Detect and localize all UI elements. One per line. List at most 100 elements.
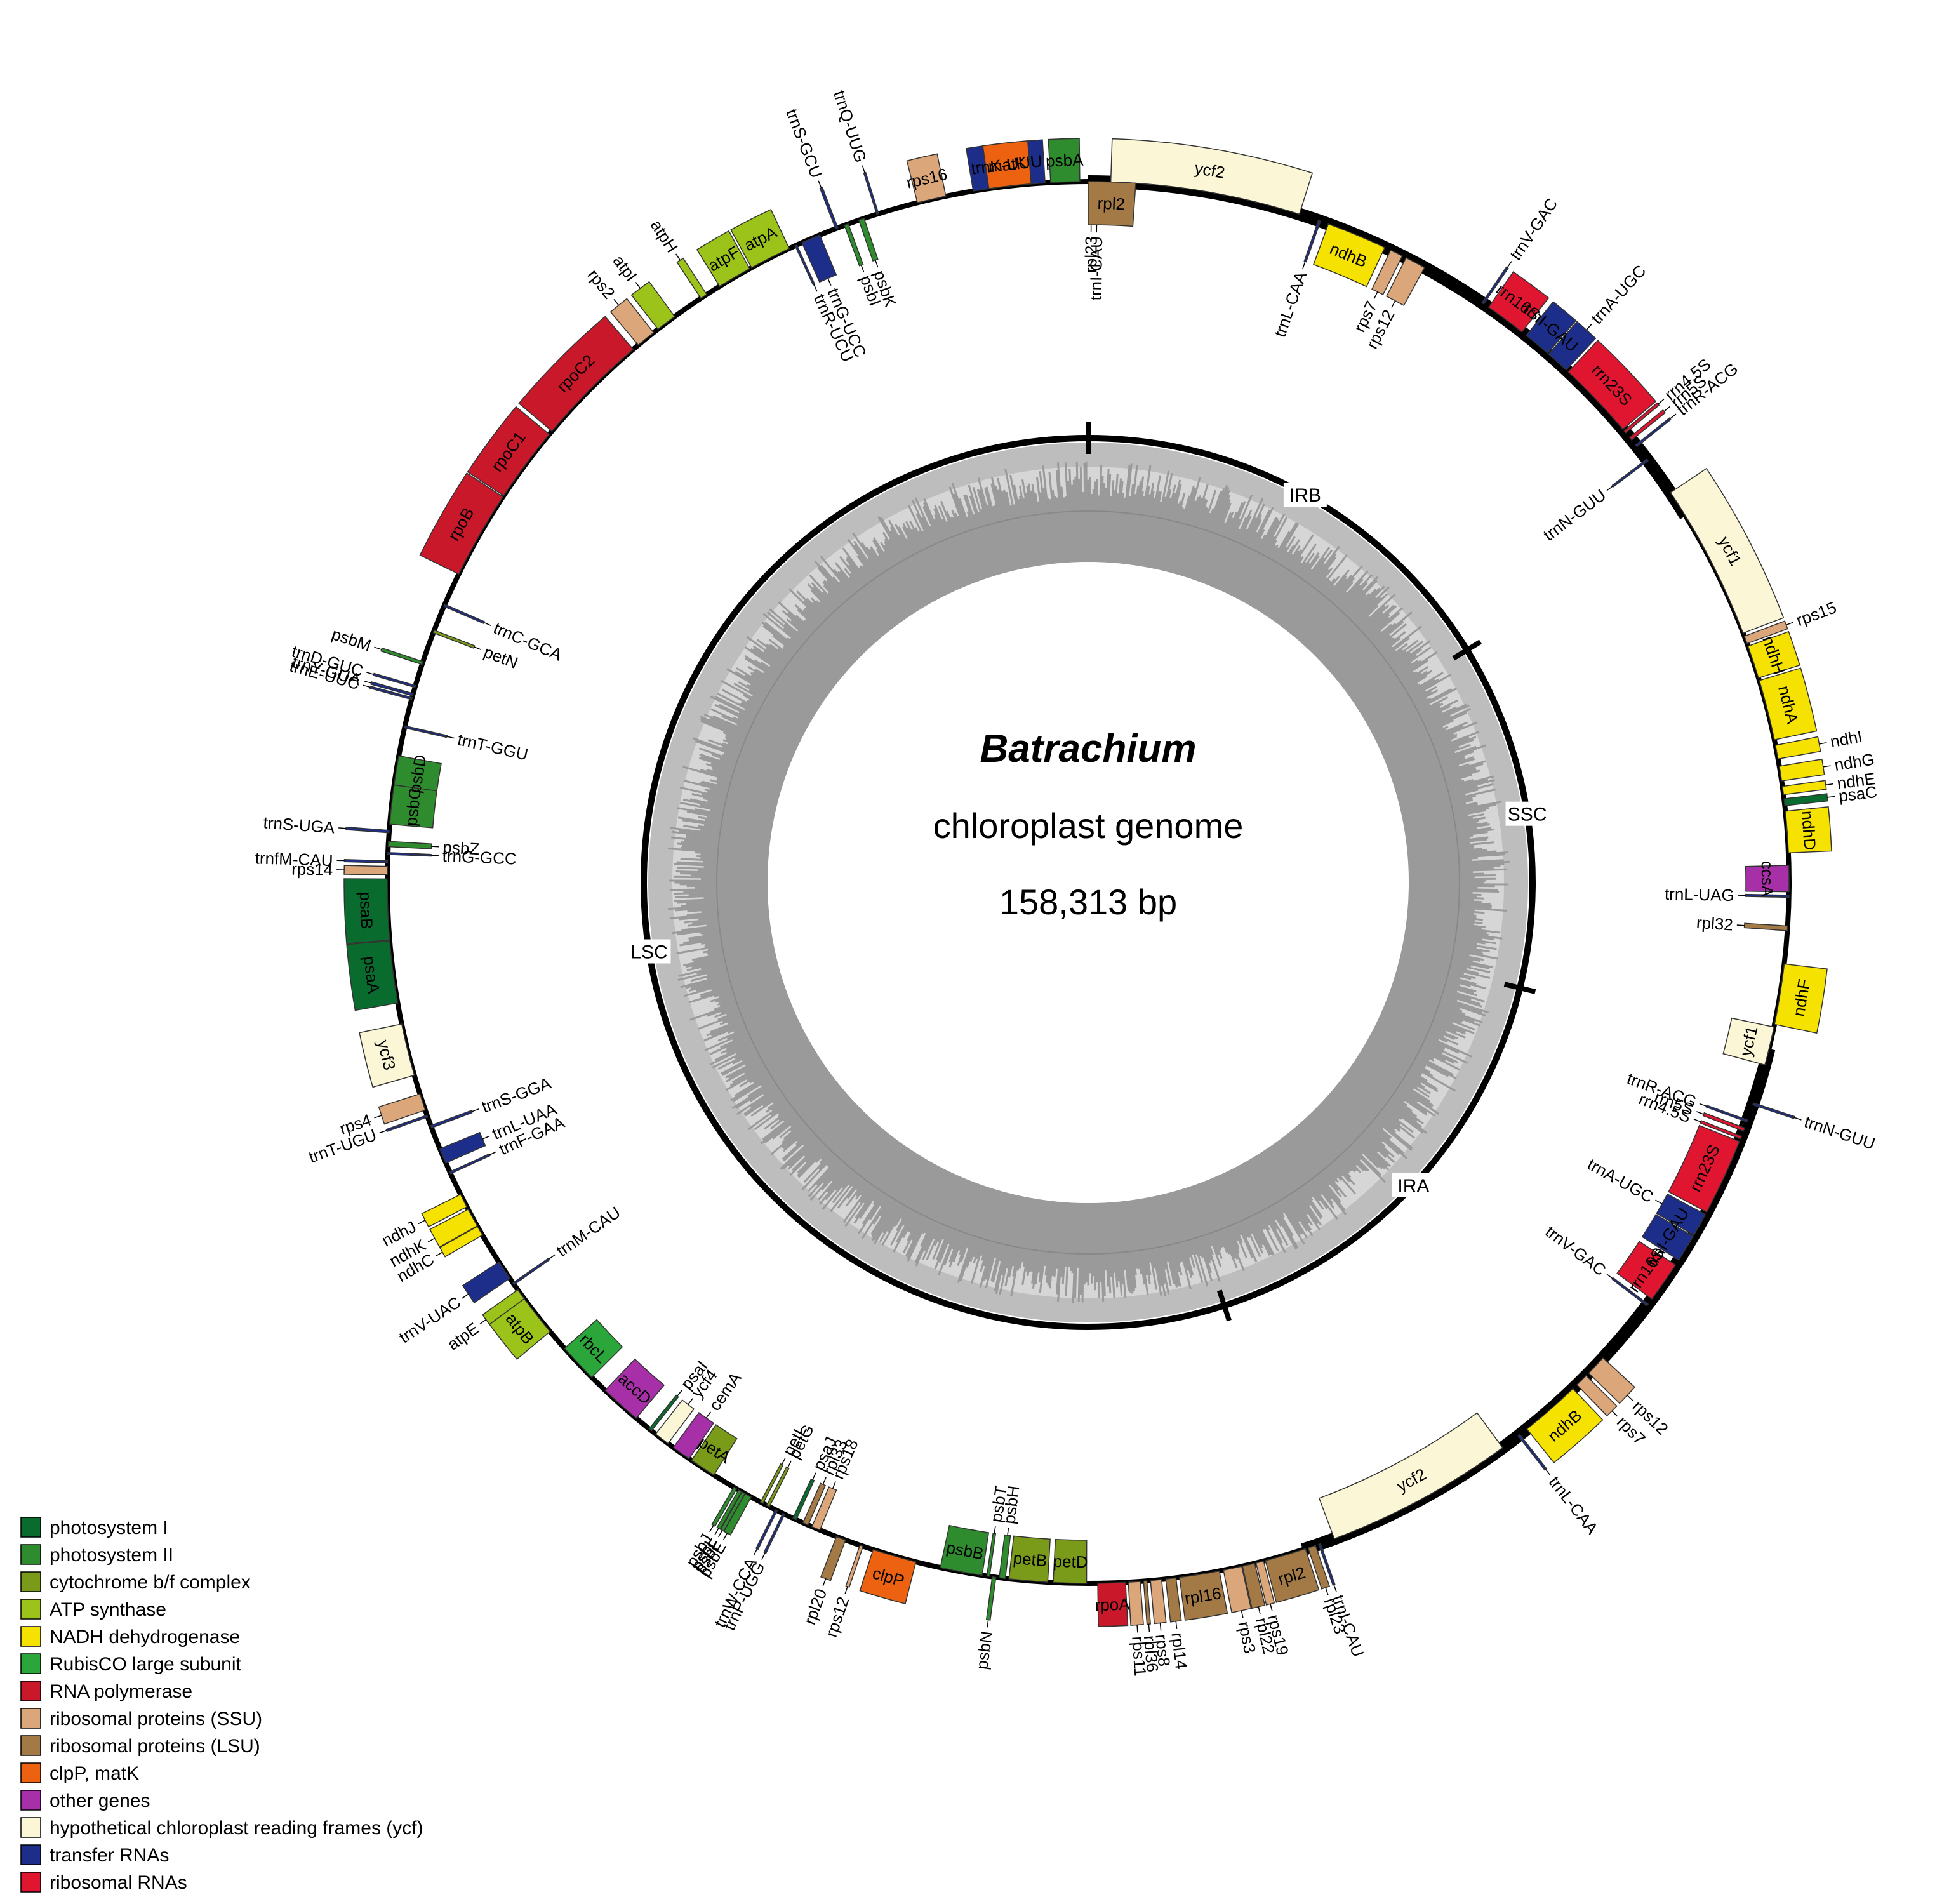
gene-label-leader xyxy=(788,1461,791,1468)
gene-label-leader xyxy=(1827,796,1835,797)
gene-rps14 xyxy=(344,865,387,875)
gene-label: trnV-GAC xyxy=(1506,194,1561,263)
gene-label: trnQ-UUG xyxy=(830,88,870,165)
legend-swatch xyxy=(21,1681,41,1701)
region-label: IRA xyxy=(1397,1176,1429,1197)
gene-petn xyxy=(433,630,474,648)
region-label: SSC xyxy=(1508,804,1547,825)
gene-label-leader xyxy=(1270,1604,1272,1611)
gene-label: rps2 xyxy=(584,265,619,302)
gene-rpl14 xyxy=(1166,1578,1181,1621)
gene-label-leader xyxy=(987,1620,988,1627)
gene-rrn5s xyxy=(1703,1113,1745,1131)
gene-label-leader xyxy=(814,284,817,291)
region-label-irb: IRB xyxy=(1284,483,1327,507)
gene-rpl32 xyxy=(1745,923,1788,931)
gene-label: trnA-UGC xyxy=(1587,261,1650,328)
gene-label: atpI xyxy=(609,251,641,285)
gene-label: petB xyxy=(1013,1548,1048,1570)
gene-label-leader xyxy=(482,1136,489,1139)
gene-label-leader xyxy=(1160,1623,1161,1630)
gene-label-leader xyxy=(710,1526,714,1532)
gene-label-leader xyxy=(862,265,864,272)
legend-item: hypothetical chloroplast reading frames … xyxy=(21,1818,423,1839)
legend-swatch xyxy=(21,1736,41,1755)
legend-label: photosystem I xyxy=(50,1517,168,1538)
gene-rps8 xyxy=(1150,1580,1166,1623)
legend-item: photosystem I xyxy=(21,1517,168,1538)
legend-swatch xyxy=(21,1763,41,1783)
legend-swatch xyxy=(21,1517,41,1537)
legend-swatch xyxy=(21,1845,41,1865)
gene-label-leader xyxy=(474,647,481,649)
gene-ndhe xyxy=(1783,780,1826,794)
gene-label-leader xyxy=(1241,1611,1242,1618)
legend-label: cytochrome b/f complex xyxy=(50,1572,251,1593)
gene-label-leader xyxy=(338,828,346,829)
gene-label-leader xyxy=(875,260,878,267)
legend-item: cytochrome b/f complex xyxy=(21,1572,251,1593)
gene-psac xyxy=(1784,794,1828,806)
region-label-ira: IRA xyxy=(1392,1173,1435,1197)
gene-label-leader xyxy=(1794,1117,1801,1120)
gene-label: psbM xyxy=(329,624,374,655)
gene-label-leader xyxy=(1670,414,1676,418)
gene-trnm-cau xyxy=(513,1258,550,1285)
gene-rps12 xyxy=(846,1545,863,1587)
gene-label: atpH xyxy=(647,216,682,256)
legend-item: NADH dehydrogenase xyxy=(21,1627,240,1648)
legend-swatch xyxy=(21,1545,41,1564)
gene-label: trnN-GUU xyxy=(1802,1112,1877,1154)
gene-trnn-guu xyxy=(1613,459,1648,487)
gene-trnn-guu xyxy=(1753,1103,1795,1119)
gene-rpl20 xyxy=(821,1536,846,1580)
gene-label-leader xyxy=(1737,925,1745,926)
gene-label-leader xyxy=(994,1526,995,1534)
gene-label: rpoA xyxy=(1094,1594,1131,1614)
gene-label-leader xyxy=(472,1109,479,1112)
region-label-lsc: LSC xyxy=(627,940,670,964)
gene-label-leader xyxy=(1826,784,1833,785)
gene-trns-gcu xyxy=(820,187,838,229)
gene-trns-uga xyxy=(346,827,389,833)
legend-swatch xyxy=(21,1654,41,1674)
legend-item: clpP, matK xyxy=(21,1763,139,1784)
gene-label-leader xyxy=(436,1252,442,1256)
gene-psbk xyxy=(859,218,878,261)
legend-swatch xyxy=(21,1872,41,1892)
region-label: IRB xyxy=(1289,485,1321,506)
gene-label-leader xyxy=(845,1587,848,1594)
gene-label-leader xyxy=(1658,399,1664,404)
gene-label-leader xyxy=(1694,1119,1701,1122)
gene-label-leader xyxy=(1786,622,1793,625)
gene-label: ndhD xyxy=(1798,810,1820,851)
region-label-ssc: SSC xyxy=(1506,802,1549,826)
gene-label: trnT-GGU xyxy=(456,729,530,764)
gene-label: psbA xyxy=(1046,150,1084,171)
gene-label-leader xyxy=(719,1530,722,1536)
gene-label-leader xyxy=(823,1477,826,1484)
gene-label-leader xyxy=(480,1320,486,1324)
gene-label-leader xyxy=(1700,1103,1707,1106)
gene-trng-ucc xyxy=(802,235,836,282)
gene-label-leader xyxy=(635,283,640,289)
gene-label-leader xyxy=(462,1294,469,1298)
legend-label: ATP synthase xyxy=(50,1599,166,1620)
gene-label: trnL-CAA xyxy=(1545,1472,1602,1538)
gene-label-leader xyxy=(715,1528,719,1535)
gene-trnp-ugg xyxy=(764,1514,785,1554)
legend-swatch xyxy=(21,1599,41,1619)
gene-label-leader xyxy=(363,685,370,687)
gene-label: rps15 xyxy=(1793,598,1839,630)
gene-label-leader xyxy=(782,1458,786,1465)
genome-title: Batrachium xyxy=(980,727,1196,771)
gene-label-leader xyxy=(549,1255,556,1259)
gene-label: petN xyxy=(481,642,521,672)
gene-psbn xyxy=(987,1577,996,1620)
gene-trng-gcc xyxy=(388,853,431,856)
gene-label-leader xyxy=(380,1131,387,1133)
gene-trnfm-cau xyxy=(344,860,387,863)
gene-ndhg xyxy=(1780,759,1825,781)
legend-label: clpP, matK xyxy=(50,1763,139,1784)
